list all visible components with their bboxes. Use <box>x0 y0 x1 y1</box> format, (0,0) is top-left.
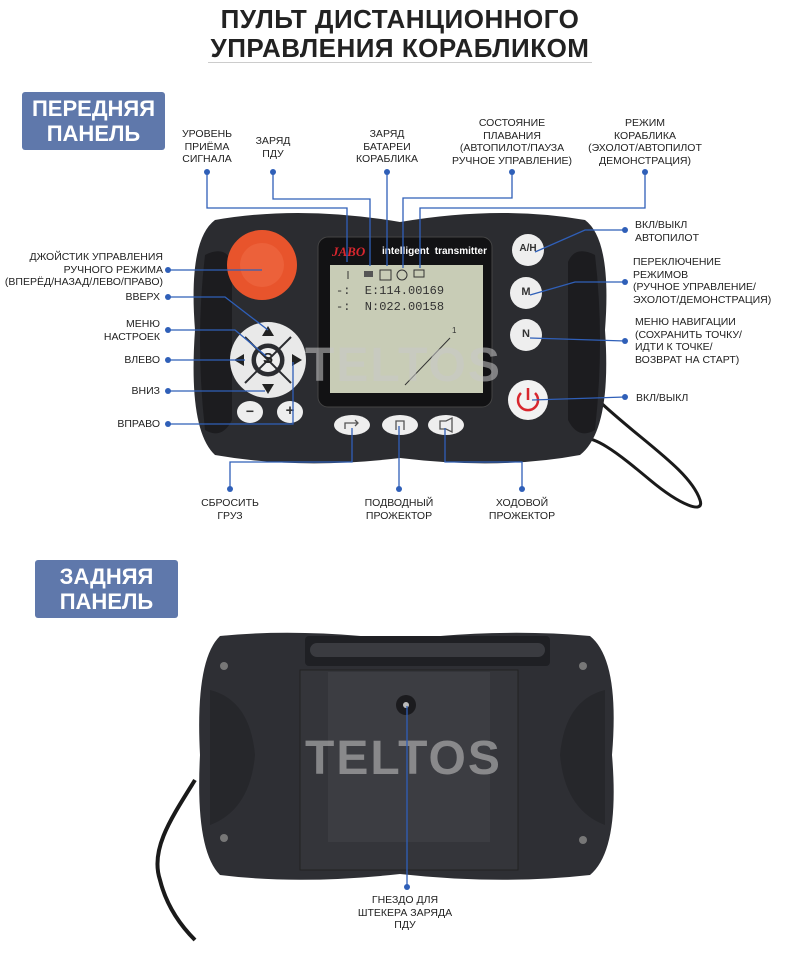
wrist-strap <box>155 778 197 942</box>
mode-button-label[interactable]: M <box>521 286 531 298</box>
lcd-screen <box>330 265 483 393</box>
antenna <box>310 643 545 657</box>
label-line: ГРУЗ <box>217 509 243 522</box>
back-panel-badge: ЗАДНЯЯ ПАНЕЛЬ <box>35 560 178 618</box>
label-line: ПЕРЕКЛЮЧЕНИЕ <box>633 256 721 268</box>
label-line: ПРОЖЕКТОР <box>488 509 556 522</box>
pause-icon <box>396 269 408 281</box>
label-up: ВВЕРХ <box>125 291 160 303</box>
label-line: РУЧНОГО РЕЖИМА <box>63 263 163 276</box>
label-down: ВНИЗ <box>131 385 160 397</box>
page-title-line1: ПУЛЬТ ДИСТАНЦИОННОГО <box>220 4 580 34</box>
label-line: ЗАРЯД <box>369 128 405 140</box>
label-line: РЕЖИМОВ <box>633 268 689 281</box>
label-line: АВТОПИЛОТ <box>635 231 699 244</box>
badge-line: ПЕРЕДНЯЯ <box>31 96 156 121</box>
label-right: ВПРАВО <box>117 418 160 430</box>
label-line: СОСТОЯНИЕ <box>478 117 546 129</box>
lamp-icon <box>395 420 405 430</box>
left-grip <box>210 690 255 825</box>
label-line: ПДУ <box>394 919 416 931</box>
label-line: ЗАРЯД <box>255 135 291 147</box>
label-line: МЕНЮ НАВИГАЦИИ <box>635 316 736 328</box>
label-line: ЭХОЛОТ/ДЕМОНСТРАЦИЯ) <box>633 293 772 306</box>
label-line: ПРОЖЕКТОР <box>365 509 433 522</box>
label-line: МЕНЮ <box>126 318 160 330</box>
label-line: ХОДОВОЙ <box>495 497 549 509</box>
label-line: (ЭХОЛОТ/АВТОПИЛОТ <box>588 142 702 154</box>
charging-socket-pin <box>403 702 409 708</box>
label-line: БАТАРЕИ <box>363 140 411 153</box>
watermark: TELTOS <box>305 732 502 785</box>
mode-icon <box>413 269 425 278</box>
screen-coord-e: -: E:114.00169 <box>336 284 445 298</box>
label-line: РУЧНОЕ УПРАВЛЕНИЕ) <box>451 154 573 167</box>
label-line: ВОЗВРАТ НА СТАРТ) <box>635 353 740 366</box>
label-line: ИДТИ К ТОЧКЕ/ <box>635 341 713 353</box>
label-line: СБРОСИТЬ <box>201 497 259 509</box>
label-line: ДЖОЙСТИК УПРАВЛЕНИЯ <box>29 251 163 263</box>
screw <box>220 834 228 842</box>
right-grip <box>560 690 605 825</box>
nav-button-label[interactable]: N <box>522 328 530 340</box>
heading-line <box>404 337 451 386</box>
boat-battery-icon <box>379 269 392 281</box>
label-line: (СОХРАНИТЬ ТОЧКУ/ <box>635 328 742 341</box>
screen-coord-n: -: N:022.00158 <box>336 300 445 314</box>
label-left: ВЛЕВО <box>124 354 160 366</box>
label-line: УРОВЕНЬ <box>181 128 233 140</box>
label-line: ПОДВОДНЫЙ <box>364 497 434 509</box>
label-line: СИГНАЛА <box>182 153 232 165</box>
badge-line: ЗАДНЯЯ <box>59 564 154 589</box>
label-line: ПРИЁМА <box>184 140 230 153</box>
arrow-right-icon <box>292 354 302 366</box>
badge-line: ПАНЕЛЬ <box>59 589 154 614</box>
watermark: TELTOS <box>305 339 502 392</box>
nav-button <box>510 319 542 351</box>
label-line: КОРАБЛИКА <box>356 153 418 165</box>
label-power: ВКЛ/ВЫКЛ <box>636 392 689 404</box>
right-grip <box>568 251 600 434</box>
label-line: (АВТОПИЛОТ/ПАУЗА <box>459 142 565 154</box>
screw <box>579 662 587 670</box>
remote-battery-icon <box>364 271 373 277</box>
front-panel-badge: ПЕРЕДНЯЯ ПАНЕЛЬ <box>22 92 165 150</box>
label-line: КОРАБЛИКА <box>614 129 676 142</box>
label-line: ДЕМОНСТРАЦИЯ) <box>599 154 691 167</box>
label-line: ГНЕЗДО ДЛЯ <box>371 894 439 906</box>
screen-marker: 1 <box>452 326 457 335</box>
underwater-light-button <box>382 415 418 435</box>
label-line: ПЛАВАНИЯ <box>483 129 541 142</box>
select-button-label[interactable]: S <box>262 350 273 367</box>
screw <box>579 836 587 844</box>
label-line: ШТЕКЕРА ЗАРЯДА <box>357 906 453 919</box>
reset-icon <box>344 419 359 429</box>
label-line: ПДУ <box>262 147 284 160</box>
label-line: ВКЛ/ВЫКЛ <box>635 219 688 231</box>
title-divider <box>208 62 592 63</box>
label-line: (ВПЕРЁД/НАЗАД/ЛЕВО/ПРАВО) <box>4 276 163 288</box>
page-title-line2: УПРАВЛЕНИЯ КОРАБЛИКОМ <box>210 33 590 63</box>
label-line: НАСТРОЕК <box>103 330 160 343</box>
screw <box>220 662 228 670</box>
badge-line: ПАНЕЛЬ <box>46 121 141 146</box>
label-nav-menu: МЕНЮ НАВИГАЦИИ(СОХРАНИТЬ ТОЧКУ/ИДТИ К ТО… <box>635 316 742 366</box>
label-line: (РУЧНОЕ УПРАВЛЕНИЕ/ <box>633 281 756 293</box>
wrist-strap <box>574 398 703 509</box>
label-line: РЕЖИМ <box>625 117 665 129</box>
